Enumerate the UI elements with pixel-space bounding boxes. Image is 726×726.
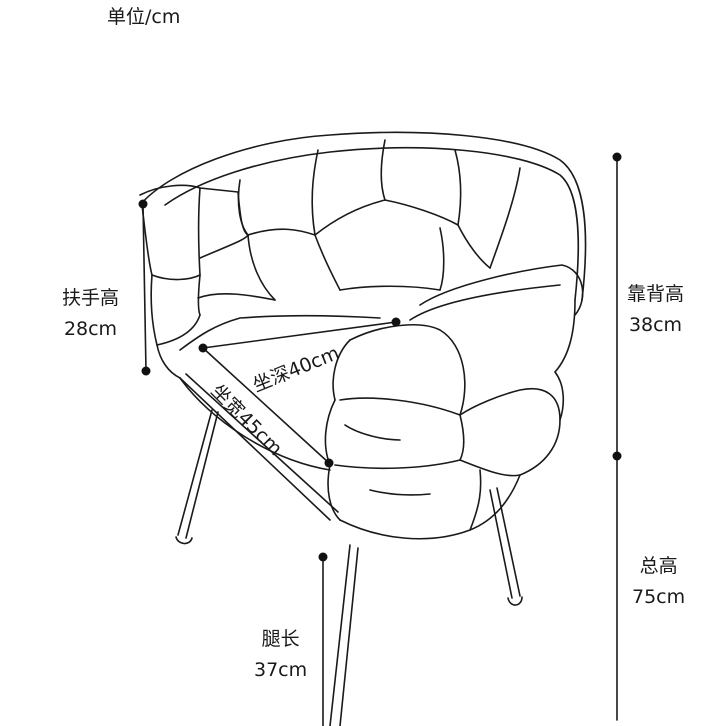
seat-depth-line [202,321,397,349]
back-height-title: 靠背高 [627,283,685,305]
chair-legs [175,373,523,726]
chair-seat [179,314,381,471]
armrest-height-value: 28cm [63,318,118,340]
unit-note: 单位/cm [107,6,181,28]
total-height-label: 总高 75cm [632,557,685,607]
armrest-height-label: 扶手高 28cm [62,289,119,339]
left-armrest [139,184,249,379]
dimension-lines [142,156,618,726]
total-height-value: 75cm [632,586,686,608]
leg-top-point [318,552,328,562]
armrest-bottom-point [141,366,151,376]
total-height-title: 总高 [639,555,678,577]
right-armrest [324,264,584,540]
back-top-point [612,152,622,162]
seat-width-label: 坐宽45cm [206,380,286,460]
back-bottom-point [612,451,622,461]
chair-backrest [139,131,587,301]
back-height-value: 38cm [628,314,683,336]
armrest-height-title: 扶手高 [62,287,120,309]
dimension-points [138,152,622,562]
back-height-label: 靠背高 38cm [627,285,684,335]
leg-length-value: 37cm [254,659,308,681]
seat-corner-point [198,343,208,353]
leg-length-label: 腿长 37cm [254,630,307,680]
seat-width-point [324,458,334,468]
armrest-height-line [142,203,147,372]
seat-width-line [202,347,330,464]
leg-length-title: 腿长 [261,628,300,650]
armrest-top-point [138,199,148,209]
seat-depth-label: 坐深40cm [250,342,343,397]
seat-depth-point [391,317,401,327]
